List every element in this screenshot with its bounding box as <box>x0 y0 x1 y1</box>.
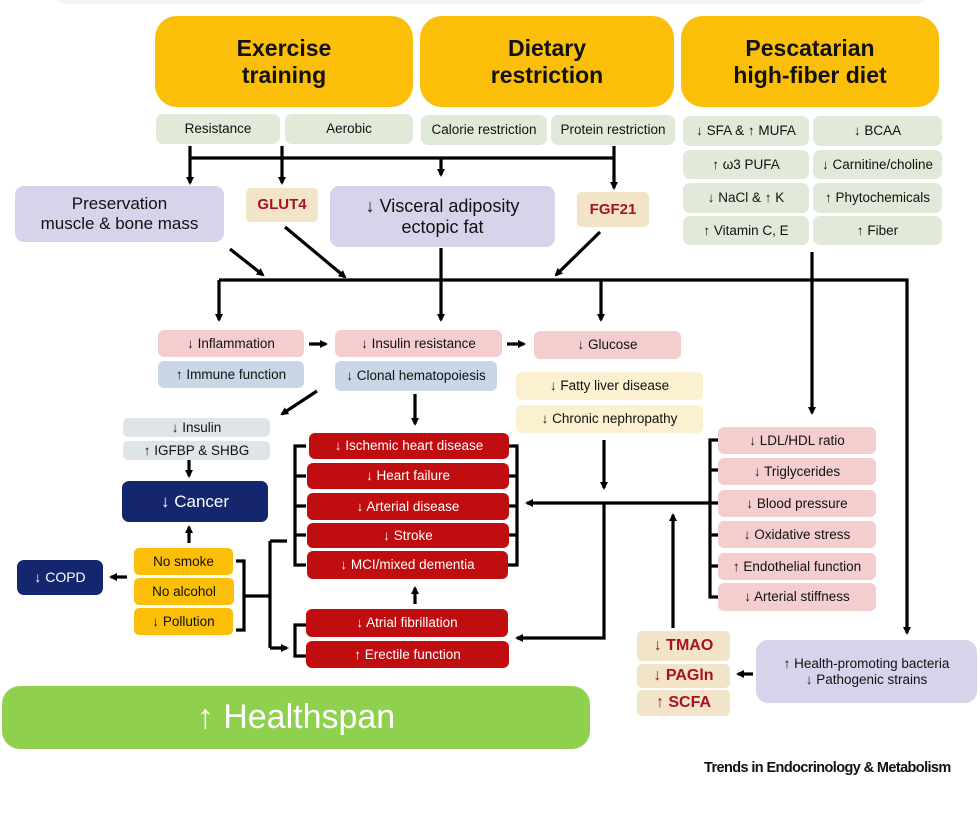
vascular-factor: ↓ Triglycerides <box>718 458 876 485</box>
chronic-nephropathy-box: ↓ Chronic nephropathy <box>516 405 703 433</box>
header-line: training <box>241 61 327 88</box>
vascular-factor: ↓ Blood pressure <box>718 490 876 517</box>
cardio-outcome: ↓ Stroke <box>307 523 509 548</box>
arrow-fgf21-bar <box>554 230 602 277</box>
box-line: ↓ Visceral adiposity <box>365 195 520 216</box>
header-line: Dietary <box>508 35 586 62</box>
bar-central <box>219 278 911 635</box>
dietary-restriction-header: Dietary restriction <box>420 16 674 107</box>
immune-function-box: ↑ Immune function <box>158 361 304 388</box>
vascular-factor: ↓ Arterial stiffness <box>718 583 876 611</box>
header-line: high-fiber diet <box>733 61 887 88</box>
header-line: Pescatarian <box>745 35 875 62</box>
glucose-box: ↓ Glucose <box>534 331 681 359</box>
healthspan-banner: ↑ Healthspan <box>2 686 590 749</box>
insulin-box: ↓ Insulin <box>123 418 270 437</box>
lifestyle-factor: No smoke <box>134 548 233 575</box>
fgf21-box: FGF21 <box>577 192 649 227</box>
box-line: muscle & bone mass <box>40 214 199 233</box>
diet-component: ↓ Carnitine/choline <box>813 150 942 179</box>
glut4-box: GLUT4 <box>246 188 318 222</box>
box-line: ectopic fat <box>401 216 484 237</box>
cardio-outcome: ↓ Arterial disease <box>307 493 509 520</box>
metabolite: ↑ SCFA <box>637 690 730 716</box>
diet-component: ↑ Fiber <box>813 216 942 245</box>
fatty-liver-box: ↓ Fatty liver disease <box>516 372 703 400</box>
igfbp-shbg-box: ↑ IGFBP & SHBG <box>123 441 270 460</box>
diet-component: ↑ ω3 PUFA <box>683 150 809 179</box>
visceral-adiposity-box: ↓ Visceral adiposity ectopic fat <box>330 186 555 247</box>
pescatarian-diet-header: Pescatarian high-fiber diet <box>681 16 939 107</box>
diet-component: ↓ SFA & ↑ MUFA <box>683 116 809 146</box>
other-outcome: ↓ Atrial fibrillation <box>306 609 508 637</box>
inflammation-box: ↓ Inflammation <box>158 330 304 357</box>
resistance-box: Resistance <box>156 114 280 144</box>
box-line: ↓ Pathogenic strains <box>805 671 928 687</box>
metabolite: ↓ TMAO <box>637 631 730 661</box>
vascular-factor: ↓ Oxidative stress <box>718 521 876 548</box>
copd-box: ↓ COPD <box>17 560 103 595</box>
metabolite: ↓ PAGln <box>637 664 730 688</box>
microbiome-box: ↑ Health-promoting bacteria ↓ Pathogenic… <box>756 640 977 703</box>
vascular-factor: ↑ Endothelial function <box>718 553 876 580</box>
clonal-hematopoiesis-box: ↓ Clonal hematopoiesis <box>335 361 497 391</box>
vascular-factor: ↓ LDL/HDL ratio <box>718 427 876 454</box>
arrow-preservation-bar <box>229 247 265 277</box>
diet-component: ↑ Phytochemicals <box>813 183 942 213</box>
other-outcome: ↑ Erectile function <box>306 641 509 668</box>
lifestyle-factor: No alcohol <box>134 578 234 605</box>
diet-component: ↓ BCAA <box>813 116 942 146</box>
header-line: restriction <box>490 61 604 88</box>
journal-credit: Trends in Endocrinology & Metabolism <box>704 760 951 776</box>
box-line: ↑ Health-promoting bacteria <box>783 655 950 671</box>
diet-component: ↑ Vitamin C, E <box>683 216 809 245</box>
cardio-outcome: ↓ Heart failure <box>307 463 509 489</box>
preservation-box: Preservation muscle & bone mass <box>15 186 224 242</box>
cancer-box: ↓ Cancer <box>122 481 268 522</box>
cardio-outcome: ↓ Ischemic heart disease <box>309 433 509 459</box>
calorie-restriction-box: Calorie restriction <box>421 115 547 145</box>
box-line: Preservation <box>71 194 168 214</box>
insulin-resistance-box: ↓ Insulin resistance <box>335 330 502 357</box>
header-line: Exercise <box>236 35 332 62</box>
arrow-glut4-bar <box>283 225 347 279</box>
diet-component: ↓ NaCl & ↑ K <box>683 183 809 213</box>
protein-restriction-box: Protein restriction <box>551 115 675 145</box>
aerobic-box: Aerobic <box>285 114 413 144</box>
lifestyle-factor: ↓ Pollution <box>134 608 233 635</box>
exercise-training-header: Exercise training <box>155 16 413 107</box>
cardio-outcome: ↓ MCI/mixed dementia <box>307 551 508 579</box>
top-panel-edge <box>52 0 930 4</box>
